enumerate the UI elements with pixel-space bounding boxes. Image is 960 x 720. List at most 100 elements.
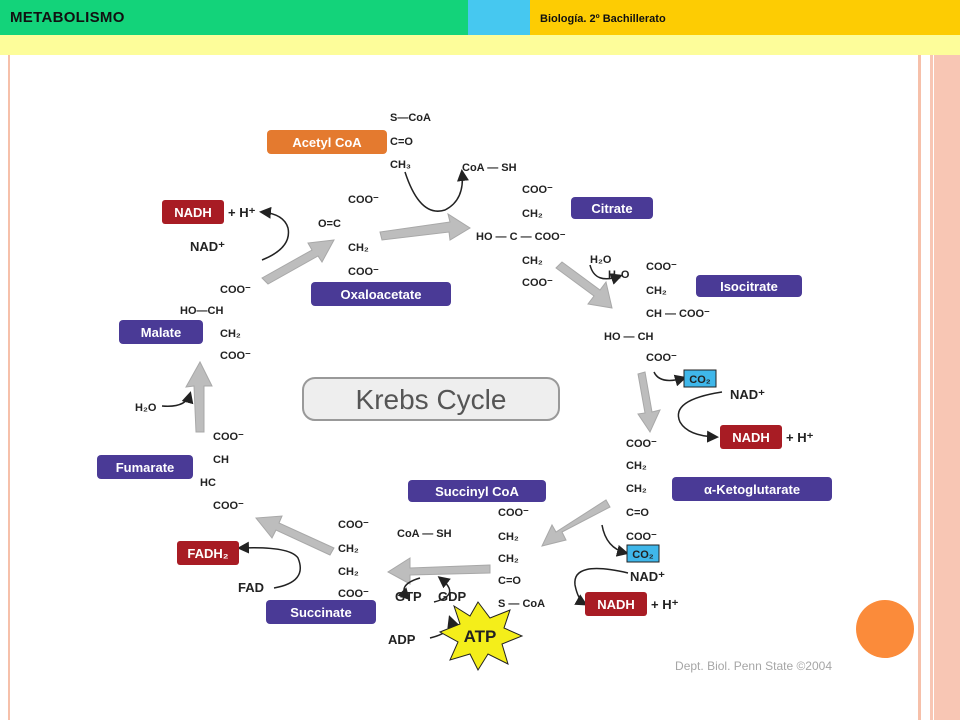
gtp-arrow	[397, 577, 421, 601]
co2-akg-arrow	[653, 371, 687, 387]
svg-text:CH₂: CH₂	[626, 460, 647, 472]
nad-plus-3: NAD⁺	[630, 569, 665, 584]
svg-text:C=O: C=O	[498, 575, 521, 587]
coa-sh-label-2: CoA — SH	[397, 528, 452, 540]
svg-text:CH₂: CH₂	[338, 543, 359, 555]
svg-text:CH₂: CH₂	[498, 531, 519, 543]
svg-text:COO⁻: COO⁻	[348, 194, 379, 206]
svg-text:HC: HC	[200, 477, 216, 489]
nadh-box-1	[162, 200, 224, 224]
nadh-label-1: NADH	[174, 205, 212, 220]
svg-text:CH₂: CH₂	[522, 208, 543, 220]
svg-text:COO⁻: COO⁻	[338, 519, 369, 531]
svg-text:CH₃: CH₃	[390, 159, 411, 171]
arrow-isocitrate-to-akg	[637, 371, 661, 434]
arrow-citrate-to-isocitrate	[555, 261, 613, 309]
nadh-label-3: NADH	[597, 597, 635, 612]
atp-starburst	[438, 601, 524, 672]
alpha-ketoglutarate-box	[672, 477, 832, 501]
svg-text:CH — COO⁻: CH — COO⁻	[646, 308, 710, 320]
co2-label-1: CO₂	[689, 374, 711, 386]
fad-label: FAD	[238, 580, 264, 595]
svg-text:COO⁻: COO⁻	[522, 184, 553, 196]
svg-text:COO⁻: COO⁻	[348, 266, 379, 278]
svg-text:CH₂: CH₂	[646, 285, 667, 297]
arrow-oxaloacetate-to-citrate	[379, 212, 471, 241]
arrow-succinate-to-fumarate	[255, 515, 335, 556]
svg-text:CH₂: CH₂	[348, 242, 369, 254]
alpha-ketoglutarate-label: α-Ketoglutarate	[704, 482, 800, 497]
nadh-box-2	[720, 425, 782, 449]
h2o-label-2: H₂O	[608, 269, 630, 281]
alpha-ketoglutarate-structure: COO⁻ CH₂ CH₂ C=O COO⁻	[626, 438, 657, 543]
adp-label: ADP	[388, 632, 416, 647]
svg-text:COO⁻: COO⁻	[626, 438, 657, 450]
svg-text:COO⁻: COO⁻	[213, 500, 244, 512]
page-subtitle: Biología. 2º Bachillerato	[540, 13, 666, 25]
fumarate-label: Fumarate	[116, 460, 175, 475]
svg-text:CH: CH	[213, 454, 229, 466]
oxaloacetate-structure: COO⁻ O=C CH₂ COO⁻	[318, 194, 379, 278]
malate-structure: COO⁻ HO—CH CH₂ COO⁻	[180, 284, 251, 362]
svg-text:CH₂: CH₂	[498, 553, 519, 565]
acetyl-coa-box	[267, 130, 387, 154]
succinate-label: Succinate	[290, 605, 351, 620]
fadh2-arrow	[237, 541, 301, 589]
gdp-arrow	[433, 576, 451, 603]
header-title-bar	[0, 0, 468, 35]
svg-text:COO⁻: COO⁻	[498, 507, 529, 519]
cofactor-arrows	[161, 169, 723, 639]
krebs-cycle-diagram: Krebs Cycle Acetyl CoA Citrate Isocitrat…	[97, 112, 832, 673]
right-frame-line-2	[930, 55, 933, 720]
fadh2-label: FADH₂	[187, 546, 228, 561]
svg-text:HO — CH: HO — CH	[604, 331, 654, 343]
svg-text:COO⁻: COO⁻	[220, 284, 251, 296]
citrate-structure: COO⁻ CH₂ HO — C — COO⁻ CH₂ COO⁻	[476, 184, 566, 289]
coa-release-arrow	[404, 169, 469, 212]
gtp-label: GTP	[395, 589, 422, 604]
h-plus-2: + H⁺	[786, 430, 814, 445]
right-frame-line	[918, 55, 921, 720]
fadh2-box	[177, 541, 239, 565]
arrow-fumarate-to-malate	[185, 360, 213, 433]
succinyl-coa-label: Succinyl CoA	[435, 484, 519, 499]
nadh-oxaloacetate-arrow	[259, 206, 290, 261]
succinyl-coa-structure: COO⁻ CH₂ CH₂ C=O S — CoA	[498, 507, 545, 610]
arrow-succinylcoa-to-succinate	[387, 557, 491, 585]
arrow-akg-to-succinylcoa	[541, 499, 611, 547]
svg-text:HO — C — COO⁻: HO — C — COO⁻	[476, 231, 566, 243]
malate-box	[119, 320, 203, 344]
nad-plus-2: NAD⁺	[730, 387, 765, 402]
succinate-structure: COO⁻ CH₂ CH₂ COO⁻	[338, 519, 369, 600]
co2-label-2: CO₂	[632, 549, 654, 561]
svg-text:COO⁻: COO⁻	[522, 277, 553, 289]
nadh-succinyl-arrow	[574, 567, 629, 606]
fumarate-box	[97, 455, 193, 479]
arrow-malate-to-oxaloacetate	[261, 239, 335, 285]
isocitrate-box	[696, 275, 802, 297]
left-frame-line	[8, 55, 10, 720]
nadh-label-2: NADH	[732, 430, 770, 445]
isocitrate-structure: COO⁻ CH₂ CH — COO⁻ HO — CH COO⁻	[604, 261, 710, 364]
oxaloacetate-box	[311, 282, 451, 306]
header-subtitle-bar	[530, 0, 960, 35]
svg-text:COO⁻: COO⁻	[213, 431, 244, 443]
h2o-label-1: H₂O	[590, 254, 612, 266]
gdp-label: GDP	[438, 589, 467, 604]
co2-box-1	[683, 369, 717, 388]
krebs-cycle-box	[302, 377, 560, 421]
oxaloacetate-label: Oxaloacetate	[341, 287, 422, 302]
header-accent-bar	[468, 0, 530, 35]
svg-text:C=O: C=O	[626, 507, 649, 519]
svg-text:CH₂: CH₂	[338, 566, 359, 578]
nadh-box-3	[585, 592, 647, 616]
svg-text:CH₂: CH₂	[220, 328, 241, 340]
svg-text:HO—CH: HO—CH	[180, 305, 223, 317]
h-plus-1: + H⁺	[228, 205, 256, 220]
water-fumarate-arrow	[161, 391, 194, 407]
svg-text:S — CoA: S — CoA	[498, 598, 545, 610]
cycle-arrows	[185, 212, 661, 585]
page-title: METABOLISMO	[10, 9, 125, 26]
h-plus-3: + H⁺	[651, 597, 679, 612]
co2-box-2	[626, 544, 660, 563]
